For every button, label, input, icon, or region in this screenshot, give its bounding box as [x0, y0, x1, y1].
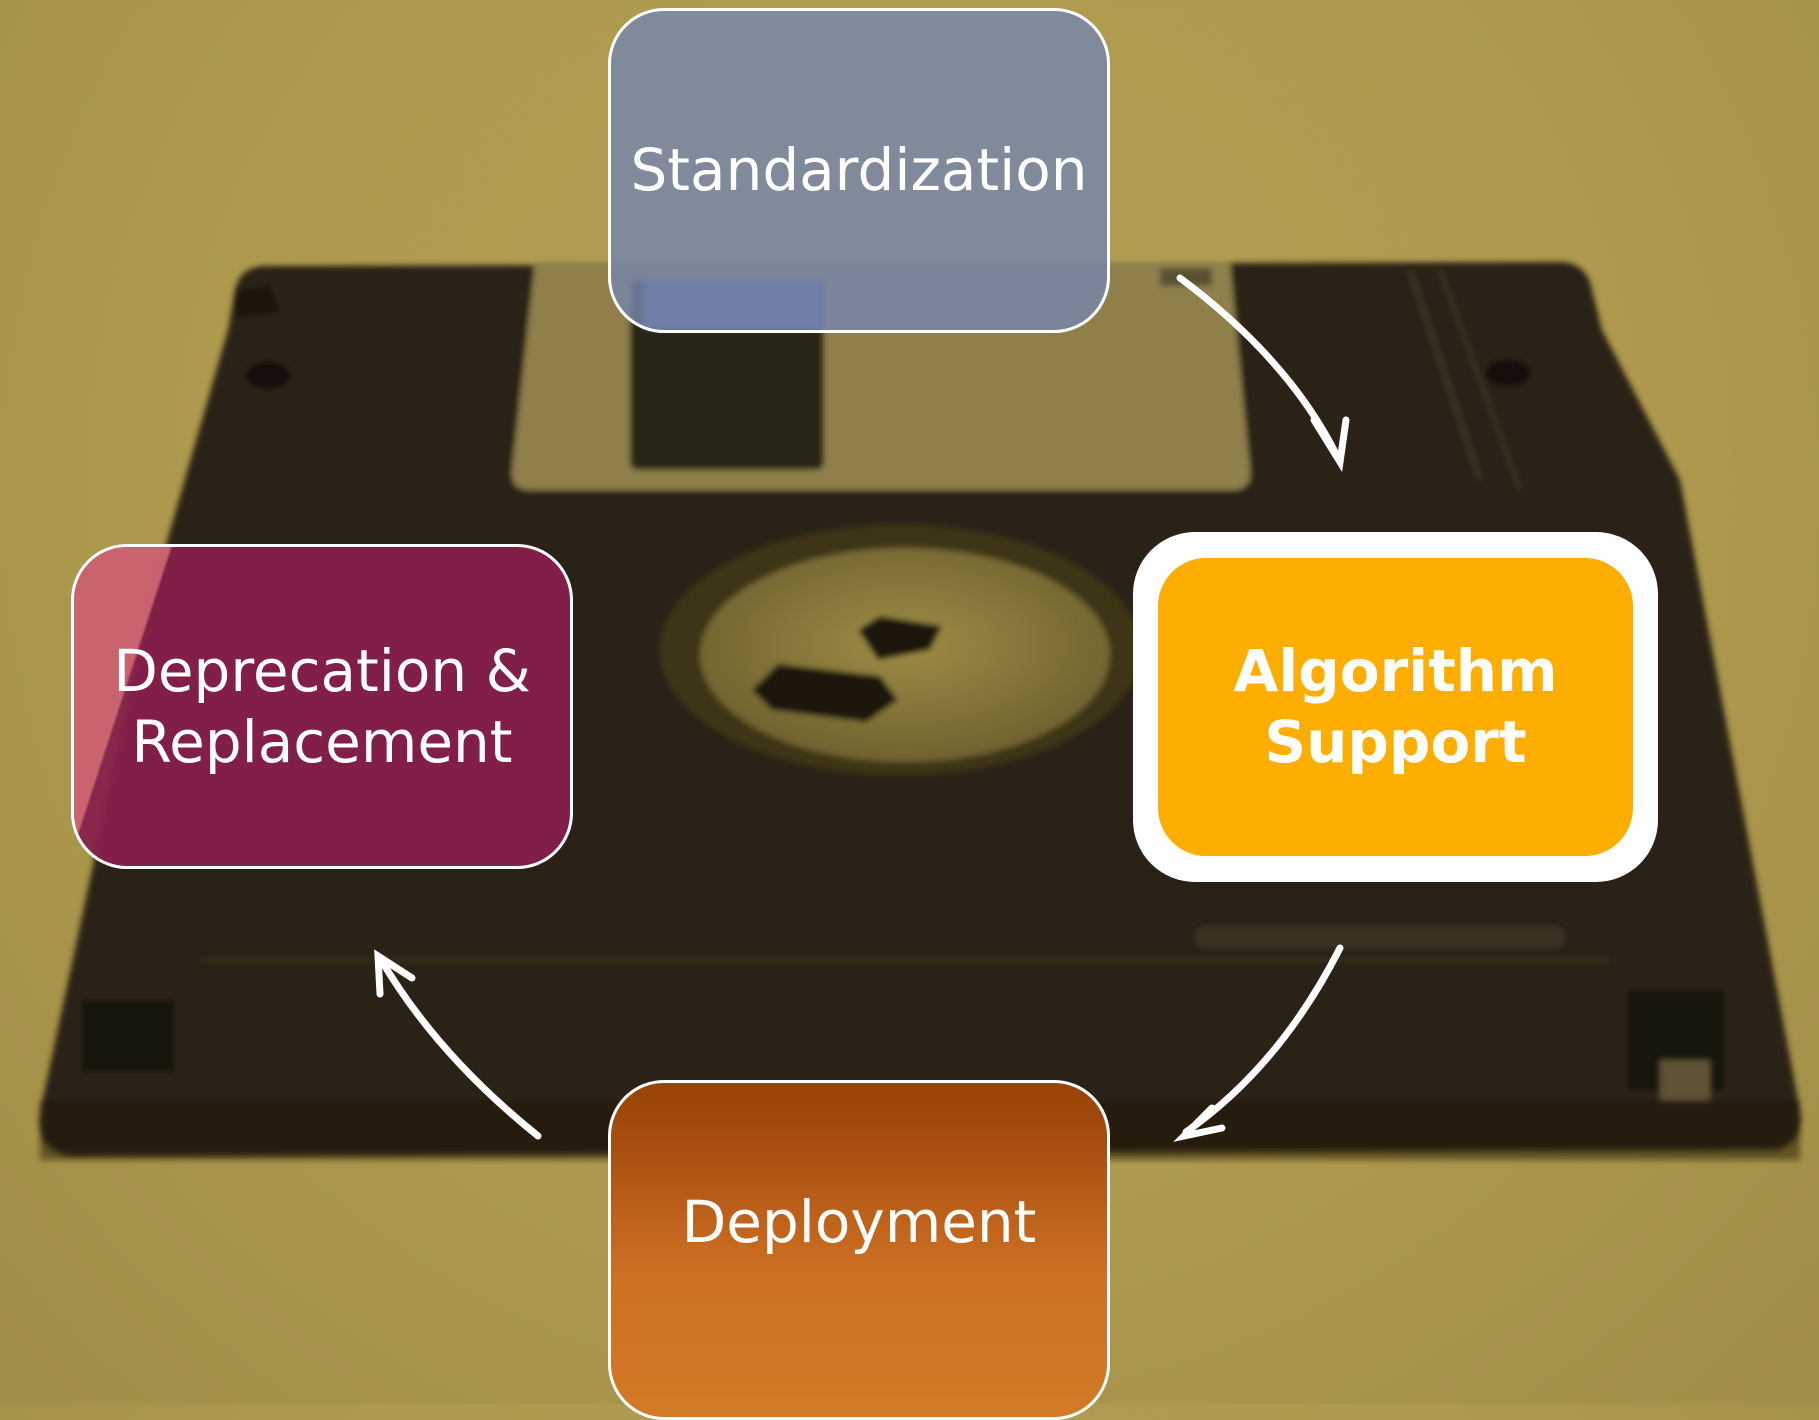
- node-deployment-label: Deployment: [681, 1187, 1037, 1256]
- gloss-highlight: [74, 547, 570, 866]
- arrow-deployment-to-deprecation: [376, 954, 542, 1140]
- node-algorithm-support-label: Algorithm Support: [1233, 637, 1558, 776]
- node-deprecation-label: Deprecation & Replacement: [113, 636, 531, 776]
- node-algorithm-support: Algorithm Support: [1158, 558, 1633, 856]
- node-deprecation-replacement: Deprecation & Replacement: [71, 544, 573, 869]
- node-standardization: Standardization: [608, 8, 1110, 333]
- node-standardization-label: Standardization: [630, 136, 1088, 205]
- node-deployment: Deployment: [608, 1080, 1110, 1420]
